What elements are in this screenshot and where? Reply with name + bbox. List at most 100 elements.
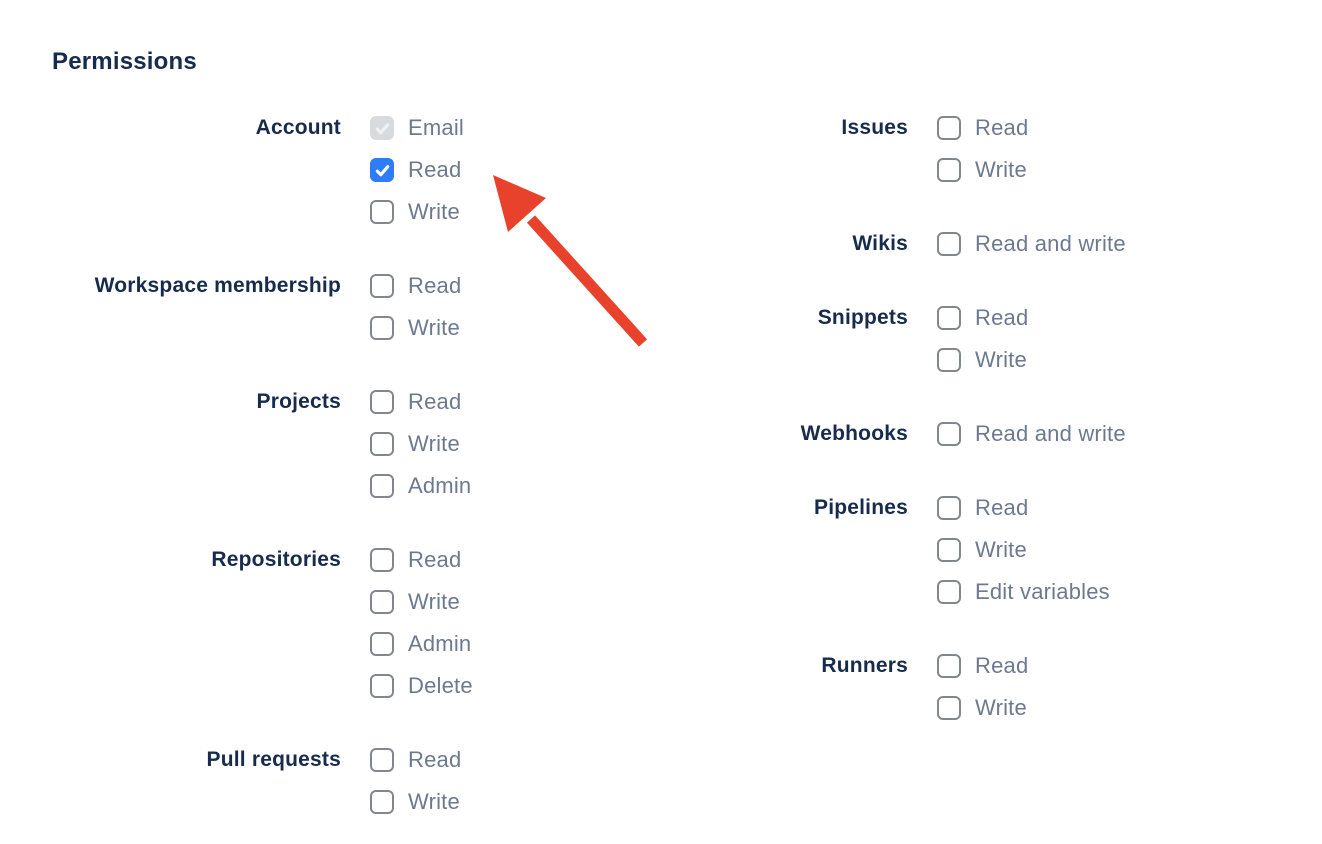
option-row-repositories-write[interactable]: Write: [370, 590, 473, 614]
checkbox-pipelines-edit-variables[interactable]: [937, 580, 961, 604]
option-label-account-read: Read: [408, 157, 462, 182]
checkbox-repositories-delete[interactable]: [370, 674, 394, 698]
permission-group: Snippets Read Write: [658, 306, 1322, 390]
option-label-pipelines-write: Write: [975, 537, 1027, 562]
group-label-pull-requests: Pull requests: [206, 748, 341, 771]
permissions-columns: Account Email Read Write Workspace membe…: [52, 116, 1322, 844]
permission-group: Webhooks Read and write: [658, 422, 1322, 464]
option-row-pipelines-write[interactable]: Write: [937, 538, 1110, 562]
option-row-projects-admin[interactable]: Admin: [370, 474, 471, 498]
permissions-column-right: Issues Read Write Wikis Read and write: [658, 116, 1322, 770]
checkbox-pipelines-write[interactable]: [937, 538, 961, 562]
checkbox-repositories-admin[interactable]: [370, 632, 394, 656]
option-stack-repositories: Read Write Admin Delete: [370, 548, 473, 716]
option-row-repositories-admin[interactable]: Admin: [370, 632, 473, 656]
option-label-repositories-read: Read: [408, 547, 462, 572]
option-row-account-read[interactable]: Read: [370, 158, 464, 182]
option-row-snippets-write[interactable]: Write: [937, 348, 1028, 372]
group-label-account: Account: [255, 116, 341, 139]
group-label-runners: Runners: [821, 654, 908, 677]
option-label-issues-read: Read: [975, 115, 1029, 140]
option-label-repositories-delete: Delete: [408, 673, 473, 698]
option-row-account-email: Email: [370, 116, 464, 140]
group-label-projects: Projects: [256, 390, 341, 413]
permission-group: Issues Read Write: [658, 116, 1322, 200]
checkbox-account-write[interactable]: [370, 200, 394, 224]
checkbox-workspace-membership-read[interactable]: [370, 274, 394, 298]
option-stack-pull-requests: Read Write: [370, 748, 461, 832]
group-label-repositories: Repositories: [211, 548, 341, 571]
checkbox-webhooks-read-and-write[interactable]: [937, 422, 961, 446]
checkbox-projects-admin[interactable]: [370, 474, 394, 498]
option-row-repositories-delete[interactable]: Delete: [370, 674, 473, 698]
checkbox-runners-read[interactable]: [937, 654, 961, 678]
option-row-projects-write[interactable]: Write: [370, 432, 471, 456]
checkbox-projects-write[interactable]: [370, 432, 394, 456]
option-row-snippets-read[interactable]: Read: [937, 306, 1028, 330]
option-label-repositories-admin: Admin: [408, 631, 472, 656]
option-label-account-email: Email: [408, 115, 465, 140]
option-label-pipelines-edit-variables: Edit variables: [975, 579, 1110, 604]
permission-group: Repositories Read Write Admin: [52, 548, 658, 716]
option-label-projects-write: Write: [408, 431, 460, 456]
option-label-snippets-write: Write: [975, 347, 1027, 372]
checkbox-repositories-write[interactable]: [370, 590, 394, 614]
checkbox-wikis-read-and-write[interactable]: [937, 232, 961, 256]
option-row-pipelines-edit-variables[interactable]: Edit variables: [937, 580, 1110, 604]
option-label-workspace-membership-read: Read: [408, 273, 462, 298]
option-stack-webhooks: Read and write: [937, 422, 1126, 464]
option-row-pull-requests-read[interactable]: Read: [370, 748, 461, 772]
group-label-workspace-membership: Workspace membership: [94, 274, 341, 297]
checkbox-issues-read[interactable]: [937, 116, 961, 140]
option-row-runners-read[interactable]: Read: [937, 654, 1028, 678]
checkbox-account-read[interactable]: [370, 158, 394, 182]
option-row-runners-write[interactable]: Write: [937, 696, 1028, 720]
option-label-pipelines-read: Read: [975, 495, 1029, 520]
permission-group: Workspace membership Read Write: [52, 274, 658, 358]
option-row-pull-requests-write[interactable]: Write: [370, 790, 461, 814]
option-stack-workspace-membership: Read Write: [370, 274, 461, 358]
option-row-workspace-membership-read[interactable]: Read: [370, 274, 461, 298]
option-row-wikis-read-and-write[interactable]: Read and write: [937, 232, 1126, 256]
group-label-wikis: Wikis: [852, 232, 908, 255]
checkbox-pull-requests-read[interactable]: [370, 748, 394, 772]
permission-group: Runners Read Write: [658, 654, 1322, 738]
checkbox-runners-write[interactable]: [937, 696, 961, 720]
checkbox-snippets-read[interactable]: [937, 306, 961, 330]
permission-group: Account Email Read Write: [52, 116, 658, 242]
group-label-pipelines: Pipelines: [813, 496, 908, 519]
checkmark-icon: [375, 164, 389, 176]
permissions-column-left: Account Email Read Write Workspace membe…: [52, 116, 658, 844]
option-label-projects-admin: Admin: [408, 473, 472, 498]
option-label-runners-write: Write: [975, 695, 1027, 720]
checkbox-workspace-membership-write[interactable]: [370, 316, 394, 340]
option-label-account-write: Write: [408, 199, 460, 224]
option-stack-snippets: Read Write: [937, 306, 1028, 390]
checkbox-projects-read[interactable]: [370, 390, 394, 414]
option-row-webhooks-read-and-write[interactable]: Read and write: [937, 422, 1126, 446]
option-label-workspace-membership-write: Write: [408, 315, 460, 340]
option-row-projects-read[interactable]: Read: [370, 390, 471, 414]
checkbox-repositories-read[interactable]: [370, 548, 394, 572]
checkbox-snippets-write[interactable]: [937, 348, 961, 372]
checkbox-pull-requests-write[interactable]: [370, 790, 394, 814]
option-stack-issues: Read Write: [937, 116, 1028, 200]
option-stack-pipelines: Read Write Edit variables: [937, 496, 1110, 622]
option-label-snippets-read: Read: [975, 305, 1029, 330]
option-row-pipelines-read[interactable]: Read: [937, 496, 1110, 520]
option-row-issues-write[interactable]: Write: [937, 158, 1028, 182]
permission-group: Pull requests Read Write: [52, 748, 658, 832]
permission-group: Projects Read Write Admin: [52, 390, 658, 516]
group-label-webhooks: Webhooks: [800, 422, 908, 445]
option-row-repositories-read[interactable]: Read: [370, 548, 473, 572]
checkbox-issues-write[interactable]: [937, 158, 961, 182]
checkbox-pipelines-read[interactable]: [937, 496, 961, 520]
option-row-account-write[interactable]: Write: [370, 200, 464, 224]
option-label-wikis-read-and-write: Read and write: [975, 231, 1126, 256]
option-stack-account: Email Read Write: [370, 116, 464, 242]
option-row-issues-read[interactable]: Read: [937, 116, 1028, 140]
option-row-workspace-membership-write[interactable]: Write: [370, 316, 461, 340]
option-label-pull-requests-write: Write: [408, 789, 460, 814]
option-label-issues-write: Write: [975, 157, 1027, 182]
